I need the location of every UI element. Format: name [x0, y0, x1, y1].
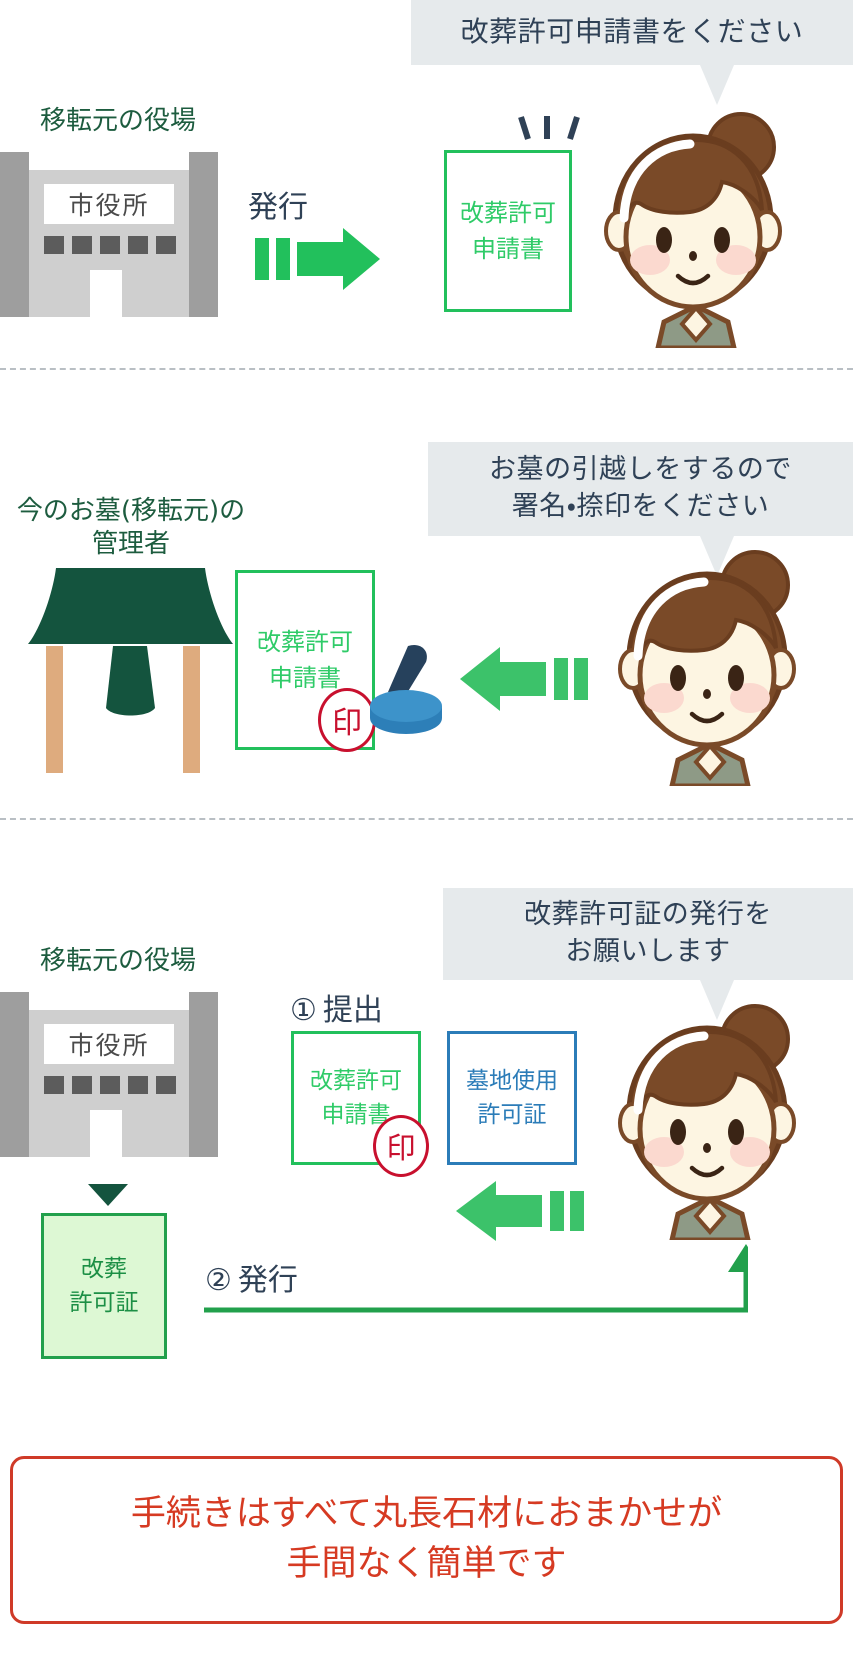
numbered-action-label: 発行 — [237, 1263, 298, 1298]
building-window — [100, 236, 120, 254]
city-hall-building-step-3: 市役所 — [0, 992, 218, 1157]
document-kaisou-shinseisho-step-3: 改葬許可 申請書 — [291, 1031, 421, 1165]
issue-flow-line — [168, 1238, 764, 1320]
building-pillar-left — [0, 992, 29, 1157]
building-door — [90, 1110, 122, 1157]
bottom-banner: 手続きはすべて丸長石材におまかせが 手間なく簡単です — [10, 1456, 843, 1624]
document-line: 墓地使用 — [466, 1067, 558, 1094]
action-label-text: 発行 — [248, 190, 308, 225]
building-window — [72, 1076, 92, 1094]
bubble-line: 改葬許可申請書をください — [460, 15, 804, 49]
building-windows — [44, 1076, 176, 1094]
numbered-action-number: ① — [290, 993, 317, 1028]
character-woman-step-2 — [600, 538, 820, 789]
bubble-line: お墓の引越しをするので — [489, 454, 792, 486]
role-label-step-2: 今のお墓(移転元)の 管理者 — [0, 495, 262, 562]
building-window — [156, 1076, 176, 1094]
down-triangle-marker — [88, 1184, 128, 1206]
role-label-line: 移転元の役場 — [39, 106, 196, 136]
temple-building-step-2 — [28, 568, 233, 773]
role-label-step-1: 移転元の役場 — [8, 105, 228, 138]
building-sign: 市役所 — [44, 184, 174, 224]
document-line: 許可証 — [477, 1102, 547, 1128]
triangle-down-icon — [88, 1184, 128, 1206]
woman-avatar-icon — [618, 550, 796, 789]
sparkle-icon — [518, 116, 580, 140]
document-line: 申請書 — [321, 1102, 391, 1128]
banner-line: 手間なく簡単です — [286, 1544, 567, 1584]
numbered-action-number: ② — [205, 1263, 232, 1298]
numbered-action-label: 提出 — [322, 993, 383, 1028]
arrow-right-icon — [255, 228, 380, 290]
stamp-label: 印 — [332, 706, 362, 741]
document-line: 申請書 — [269, 664, 341, 692]
speech-bubble-step-1: 改葬許可申請書をください — [411, 0, 853, 65]
building-sign-text: 市役所 — [68, 191, 150, 220]
building-window — [128, 1076, 148, 1094]
document-kaisou-kyokasho: 改葬 許可証 — [41, 1213, 167, 1359]
arrow-left-step-2 — [460, 646, 588, 712]
arrow-left-icon — [456, 1181, 584, 1241]
document-line: 申請書 — [472, 235, 544, 263]
building-pillar-right — [189, 992, 218, 1157]
speech-bubble-step-2: お墓の引越しをするので 署名・捺印をください — [428, 442, 853, 536]
arrow-left-icon — [460, 647, 588, 711]
building-window — [44, 236, 64, 254]
hanko-stamp-icon — [370, 644, 442, 734]
role-label-step-3: 移転元の役場 — [8, 945, 228, 978]
arrow-right-step-1 — [255, 228, 380, 290]
building-window — [156, 236, 176, 254]
building-window — [100, 1076, 120, 1094]
speech-bubble-step-3: 改葬許可証の発行を お願いします — [443, 888, 853, 980]
role-label-line: 移転元の役場 — [39, 946, 196, 976]
building-pillar-right — [189, 152, 218, 317]
bubble-line: 改葬許可証の発行を — [524, 899, 772, 931]
document-line: 改葬許可 — [460, 199, 556, 227]
action-label-step-1: 発行 — [248, 182, 308, 226]
stamp-label: 印 — [386, 1131, 416, 1165]
character-woman-step-1 — [586, 100, 806, 351]
building-sign: 市役所 — [44, 1024, 174, 1064]
sparkle-marks-step-1 — [515, 115, 585, 145]
building-window — [128, 236, 148, 254]
document-line: 改葬許可 — [257, 628, 353, 656]
section-divider-1 — [0, 368, 853, 370]
temple-icon — [28, 568, 233, 773]
flow-line-arrow-icon — [204, 1244, 764, 1313]
building-windows — [44, 236, 176, 254]
building-door — [90, 270, 122, 317]
character-woman-step-3 — [600, 992, 820, 1243]
building-sign-text: 市役所 — [68, 1031, 150, 1060]
document-line: 改葬 — [81, 1255, 127, 1282]
hanko-stamp-tool-step-2 — [360, 640, 452, 738]
arrow-left-step-3 — [456, 1180, 584, 1242]
red-stamp-mark-step-2: 印 — [318, 688, 376, 752]
building-pillar-left — [0, 152, 29, 317]
woman-avatar-icon — [618, 1004, 796, 1243]
woman-avatar-icon — [604, 112, 782, 351]
document-kaisou-shinseisho-step-1: 改葬許可 申請書 — [444, 150, 572, 312]
banner-line: 手続きはすべて丸長石材におまかせが — [130, 1494, 723, 1535]
speech-bubble-tail-step-3 — [700, 980, 734, 1020]
role-label-line: 今のお墓(移転元)の — [16, 496, 246, 526]
document-line: 改葬許可 — [310, 1067, 402, 1094]
role-label-line: 管理者 — [91, 529, 170, 560]
speech-bubble-tail-step-1 — [700, 65, 734, 105]
document-line: 許可証 — [69, 1290, 139, 1316]
city-hall-building-step-1: 市役所 — [0, 152, 218, 317]
red-stamp-mark-step-3: 印 — [373, 1115, 429, 1177]
bubble-line: 署名・捺印をください — [511, 491, 770, 522]
building-window — [44, 1076, 64, 1094]
document-bochi-shiyou-kyokasho: 墓地使用 許可証 — [447, 1031, 577, 1165]
building-window — [72, 236, 92, 254]
bubble-line: お願いします — [565, 936, 731, 967]
section-divider-2 — [0, 818, 853, 820]
